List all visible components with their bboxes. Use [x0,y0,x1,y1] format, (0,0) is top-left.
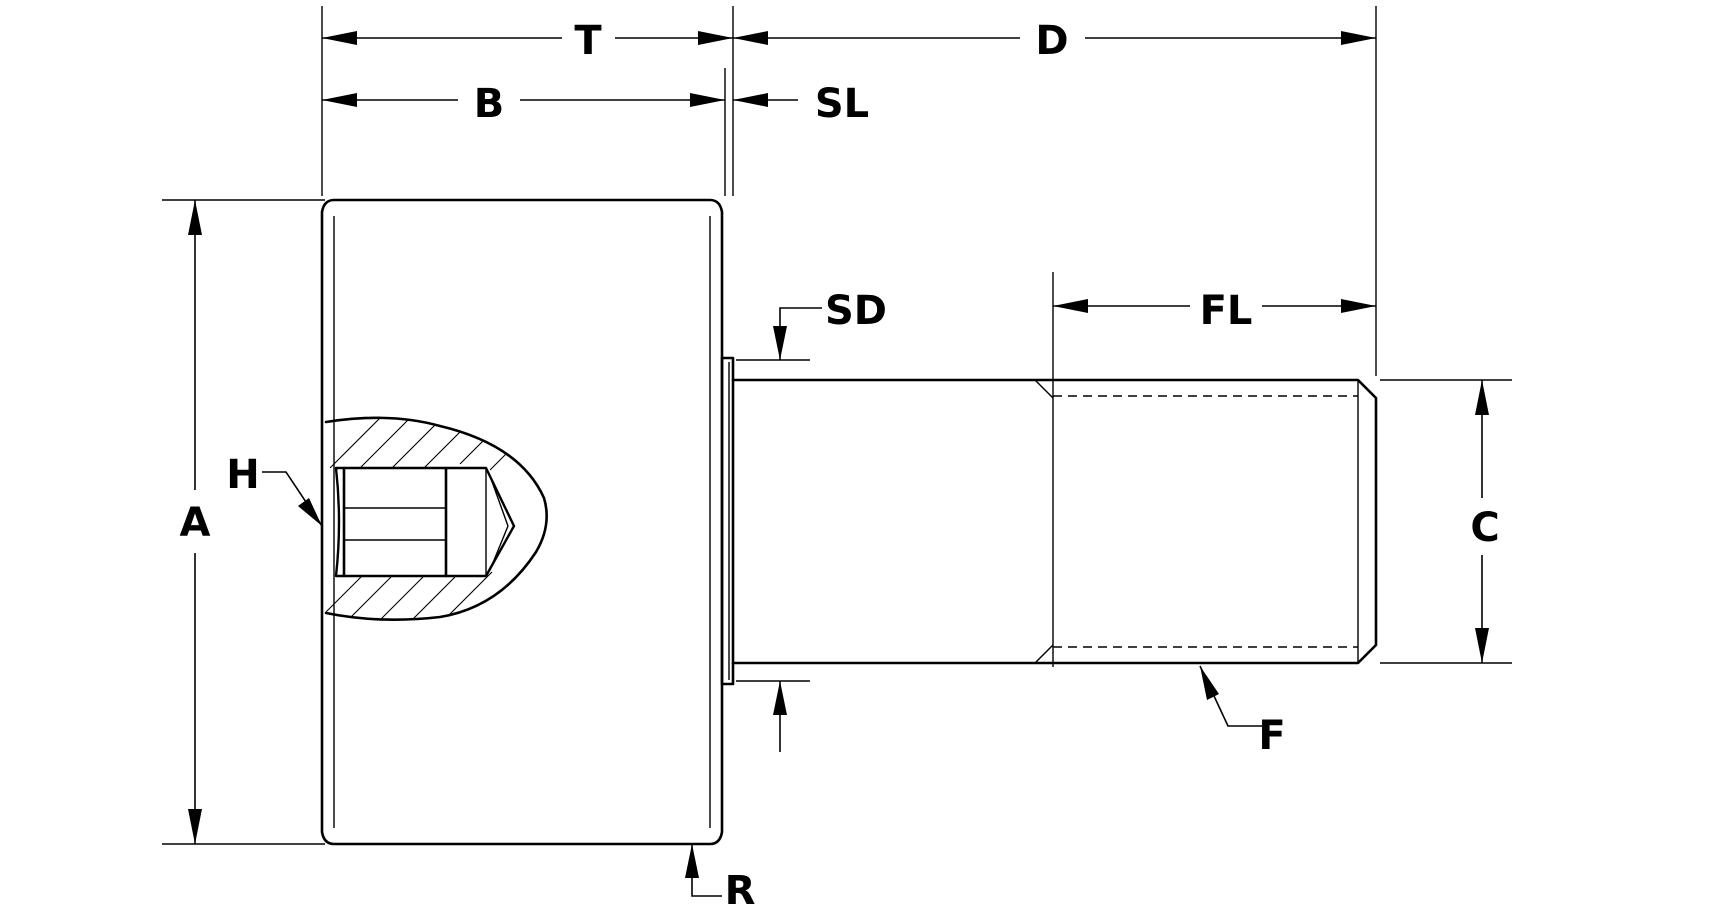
label-R: R [725,868,756,914]
arrowhead [322,31,357,45]
dimension-C [1475,380,1489,663]
washer [720,356,735,686]
hex-socket [334,466,516,578]
leader-H [262,471,323,527]
label-F: F [1258,713,1285,759]
label-C: C [1470,505,1499,551]
thread-minor-diameter [1053,395,1358,648]
arrowhead [1475,380,1489,415]
arrowhead [1341,31,1376,45]
leader-R [685,844,722,897]
label-H: H [226,452,259,498]
dimension-D [733,31,1376,45]
arrowhead [1475,628,1489,663]
dimension-A [188,200,202,844]
dimension-B [322,93,725,107]
arrowhead [188,809,202,844]
label-T: T [574,18,602,64]
label-A: A [180,500,211,546]
leader-F [1199,665,1262,727]
label-SL: SL [815,81,869,127]
dimension-T [322,31,733,45]
label-B: B [474,81,505,127]
arrowhead [690,93,725,107]
arrowhead [298,498,322,526]
extension-lines [162,6,1512,845]
label-D: D [1035,18,1068,64]
label-SD: SD [825,288,887,334]
arrowhead [1200,666,1219,700]
arrowhead [733,93,768,107]
section-cutout [324,416,548,622]
arrowhead [773,681,787,715]
arrowhead [685,844,699,878]
arrowhead [1341,299,1376,313]
dimension-SD [773,307,822,752]
label-FL: FL [1200,288,1253,334]
arrowhead [322,93,357,107]
roller-body [320,198,724,846]
arrowhead [733,31,768,45]
dimension-FL [1053,299,1376,313]
arrowhead [1053,299,1088,313]
arrowhead [773,326,787,360]
stud [731,376,1378,667]
arrowhead [698,31,733,45]
arrowhead [188,200,202,235]
dimension-SL [733,93,798,107]
